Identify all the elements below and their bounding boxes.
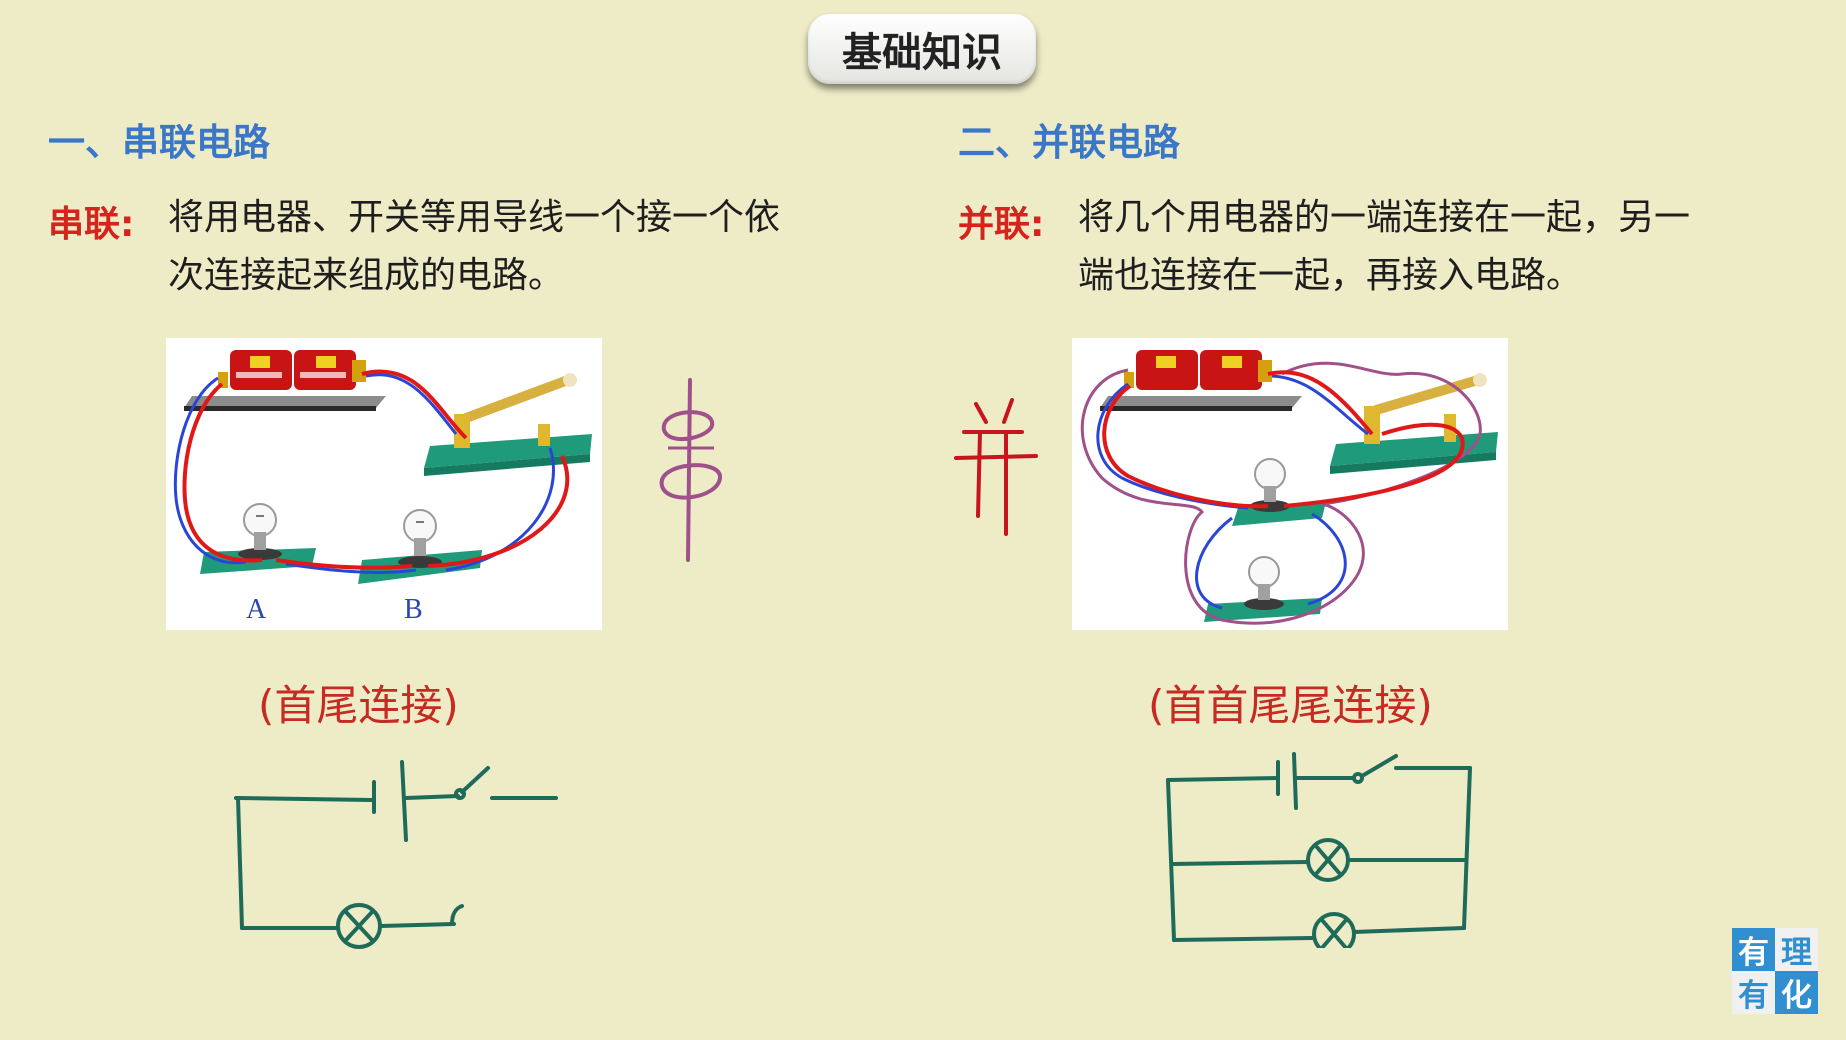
series-circuit-photo: A B xyxy=(166,338,602,630)
logo-char-2: 理 xyxy=(1775,928,1818,971)
parallel-section-heading: 二、并联电路 xyxy=(958,121,1180,164)
logo-char-3: 有 xyxy=(1732,971,1775,1014)
parallel-term-label: 并联: xyxy=(958,204,1045,245)
parallel-circuit-sketch xyxy=(1160,748,1480,948)
bulb-label-b: B xyxy=(404,594,423,625)
series-definition-line2: 次连接起来组成的电路。 xyxy=(168,255,565,296)
series-caption: (首尾连接) xyxy=(258,681,459,730)
bulb-label-a: A xyxy=(246,594,267,625)
logo-char-4: 化 xyxy=(1775,971,1818,1014)
series-section-heading: 一、串联电路 xyxy=(48,121,270,164)
parallel-handwritten-char xyxy=(952,396,1042,546)
logo-char-1: 有 xyxy=(1732,928,1775,971)
parallel-definition-line2: 端也连接在一起，再接入电路。 xyxy=(1078,255,1583,296)
series-circuit-sketch xyxy=(226,752,566,962)
parallel-circuit-photo xyxy=(1072,338,1508,630)
parallel-definition-line1: 将几个用电器的一端连接在一起，另一 xyxy=(1078,197,1691,238)
parallel-definition: 将几个用电器的一端连接在一起，另一 端也连接在一起，再接入电路。 xyxy=(1078,189,1798,305)
brand-logo: 有 理 有 化 xyxy=(1732,928,1818,1014)
page-title: 基础知识 xyxy=(808,14,1036,84)
series-definition: 将用电器、开关等用导线一个接一个依 次连接起来组成的电路。 xyxy=(168,189,888,305)
series-definition-line1: 将用电器、开关等用导线一个接一个依 xyxy=(168,197,781,238)
parallel-caption: (首首尾尾连接) xyxy=(1148,681,1433,730)
series-handwritten-char xyxy=(650,370,740,570)
series-term-label: 串联: xyxy=(48,204,135,245)
